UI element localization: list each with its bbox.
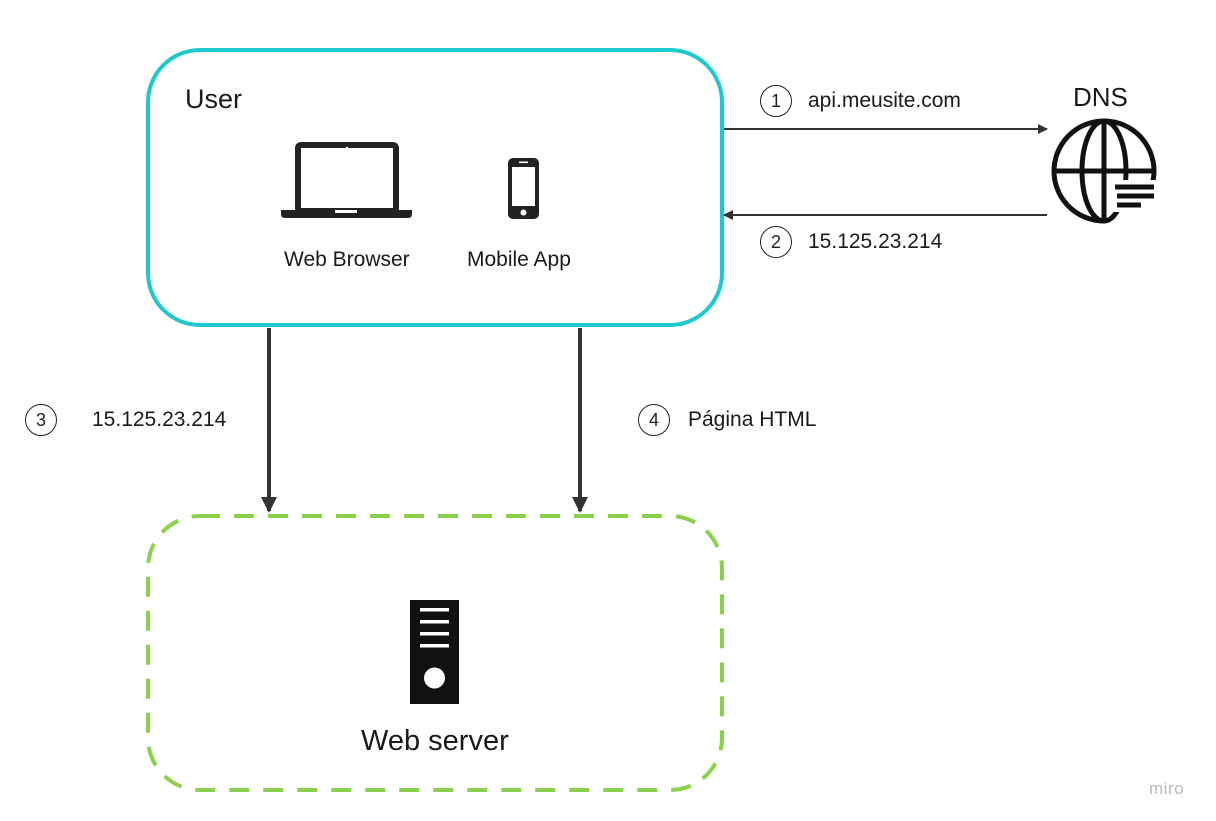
miro-watermark: miro xyxy=(1149,779,1185,798)
mobile-app-label: Mobile App xyxy=(467,248,571,271)
web-server-box xyxy=(146,514,724,792)
step-1-label: api.meusite.com xyxy=(808,89,961,112)
web-browser-label: Web Browser xyxy=(284,248,410,271)
step-2-label: 15.125.23.214 xyxy=(808,230,943,253)
step-3-label: 15.125.23.214 xyxy=(92,408,227,431)
server-icon xyxy=(410,600,459,704)
step-4-label: Página HTML xyxy=(688,408,817,431)
step-1-badge: 1 xyxy=(760,85,792,117)
user-box-title: User xyxy=(185,84,243,114)
laptop-icon xyxy=(281,142,412,218)
step-3-badge: 3 xyxy=(25,404,57,436)
globe-icon xyxy=(1051,118,1157,224)
dns-title: DNS xyxy=(1073,82,1128,112)
user-box xyxy=(146,48,724,327)
smartphone-icon xyxy=(508,158,539,219)
web-server-title: Web server xyxy=(361,725,509,757)
step-2-badge: 2 xyxy=(760,226,792,258)
step-4-badge: 4 xyxy=(638,404,670,436)
